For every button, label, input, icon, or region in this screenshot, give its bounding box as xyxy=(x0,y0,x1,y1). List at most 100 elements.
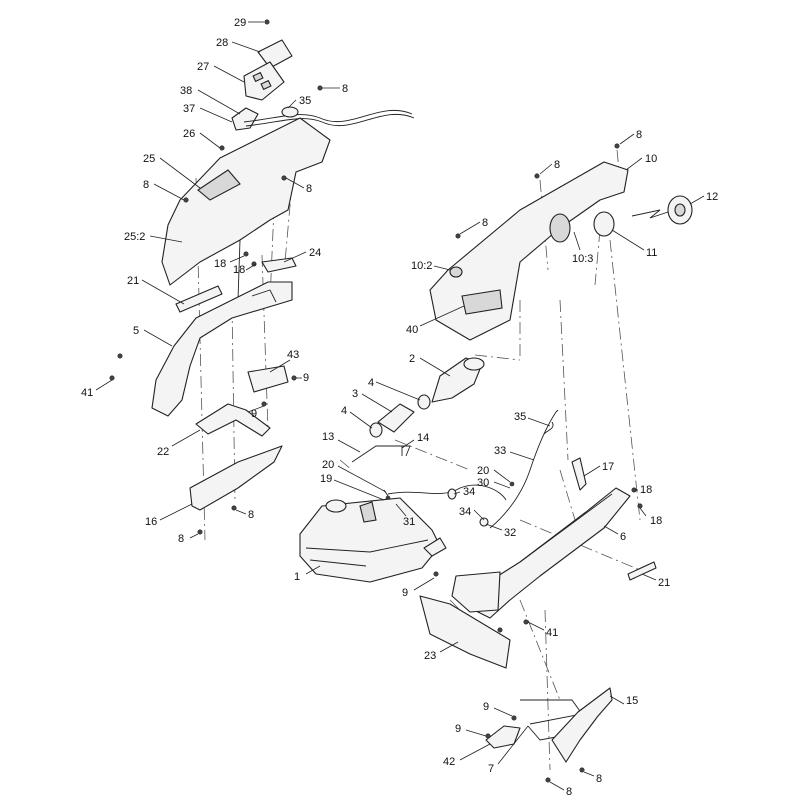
grommet-35 xyxy=(281,106,299,118)
callout: 23 xyxy=(424,641,459,662)
svg-text:27: 27 xyxy=(197,61,209,73)
bracket-24 xyxy=(261,257,297,273)
svg-text:8: 8 xyxy=(143,179,149,191)
callout: 22 xyxy=(157,429,201,458)
callout: 18 xyxy=(639,507,662,527)
callout: 21 xyxy=(127,275,185,305)
svg-text:11: 11 xyxy=(646,247,657,259)
callout: 38 xyxy=(180,85,241,115)
svg-text:42: 42 xyxy=(443,756,455,768)
svg-text:8: 8 xyxy=(636,129,642,141)
bracket-tab xyxy=(451,571,501,613)
svg-text:24: 24 xyxy=(309,247,321,259)
svg-text:35: 35 xyxy=(514,411,526,423)
bracket-7 xyxy=(520,699,583,725)
hose-3 xyxy=(377,403,415,433)
fuel-tank-1 xyxy=(299,497,441,583)
svg-text:14: 14 xyxy=(417,432,429,444)
tether xyxy=(631,209,669,219)
svg-text:22: 22 xyxy=(157,446,169,458)
callout: 18 xyxy=(634,484,652,496)
plate-28 xyxy=(257,39,293,69)
svg-text:12: 12 xyxy=(706,191,718,203)
svg-text:34: 34 xyxy=(459,506,471,518)
svg-text:8: 8 xyxy=(554,159,560,171)
svg-text:30: 30 xyxy=(477,477,489,489)
svg-text:38: 38 xyxy=(180,85,192,97)
svg-text:18: 18 xyxy=(650,515,662,527)
callout: 10:3 xyxy=(572,231,593,265)
bracket-22 xyxy=(195,403,271,437)
callout: 41 xyxy=(527,621,558,639)
guard-16 xyxy=(189,445,283,511)
callout: 10:2 xyxy=(411,260,451,272)
ring-11 xyxy=(593,211,615,237)
svg-text:25:2: 25:2 xyxy=(124,231,145,243)
callout: 4 xyxy=(368,377,421,401)
svg-text:2: 2 xyxy=(409,353,415,365)
decal-40 xyxy=(461,289,503,315)
callout: 28 xyxy=(216,37,261,53)
hose-21-left xyxy=(175,285,223,313)
filler-neck-assembly xyxy=(351,357,587,529)
callout: 29 xyxy=(234,17,264,29)
svg-text:32: 32 xyxy=(504,527,516,539)
callout: 40 xyxy=(406,305,465,336)
svg-text:33: 33 xyxy=(494,445,506,457)
callout: 8 xyxy=(322,83,348,95)
callout: 18 xyxy=(214,255,245,270)
svg-text:9: 9 xyxy=(303,372,309,384)
callout: 37 xyxy=(183,103,233,123)
callout: 31 xyxy=(395,503,415,528)
callout: 43 xyxy=(269,349,299,373)
callout: 30 xyxy=(477,477,511,489)
clamp-4a xyxy=(417,394,431,410)
callout: 8 xyxy=(459,217,488,235)
svg-text:15: 15 xyxy=(626,695,638,707)
svg-text:20: 20 xyxy=(322,459,334,471)
callout: 17 xyxy=(583,461,614,477)
callout: 8 xyxy=(178,533,199,545)
svg-text:41: 41 xyxy=(81,387,93,399)
callout: 33 xyxy=(494,445,535,461)
callout: 9 xyxy=(483,701,513,717)
svg-text:31: 31 xyxy=(403,516,415,528)
tank-neck xyxy=(423,537,447,557)
hose-21-right xyxy=(627,561,657,581)
callout: 34 xyxy=(453,486,475,498)
svg-text:4: 4 xyxy=(341,405,347,417)
callout: 14 xyxy=(401,432,429,449)
svg-text:1: 1 xyxy=(294,571,300,583)
bracket-5 xyxy=(151,281,293,417)
callout: 20 xyxy=(322,459,387,493)
vent-25 xyxy=(197,169,241,201)
tank-cap xyxy=(325,499,347,513)
svg-text:28: 28 xyxy=(216,37,228,49)
shroud-10 xyxy=(429,161,629,341)
panel-23 xyxy=(419,595,511,669)
callout: 7 xyxy=(488,725,529,775)
svg-text:18: 18 xyxy=(214,258,226,270)
callout: 5 xyxy=(133,325,173,347)
svg-text:41: 41 xyxy=(546,627,558,639)
svg-text:29: 29 xyxy=(234,17,246,29)
svg-text:18: 18 xyxy=(233,264,245,276)
callout: 3 xyxy=(352,388,393,413)
callout: 34 xyxy=(459,506,485,521)
svg-text:8: 8 xyxy=(248,509,254,521)
svg-text:37: 37 xyxy=(183,103,195,115)
svg-text:10:2: 10:2 xyxy=(411,260,432,272)
svg-text:5: 5 xyxy=(133,325,139,337)
callout: 21 xyxy=(641,573,670,589)
fuel-line-31 xyxy=(387,484,507,501)
callout: 8 xyxy=(143,179,185,201)
svg-text:13: 13 xyxy=(322,431,334,443)
svg-text:3: 3 xyxy=(352,388,358,400)
svg-text:9: 9 xyxy=(251,408,257,420)
callout: 8 xyxy=(549,781,572,798)
callout: 8 xyxy=(583,771,602,785)
svg-text:8: 8 xyxy=(178,533,184,545)
svg-text:23: 23 xyxy=(424,650,436,662)
